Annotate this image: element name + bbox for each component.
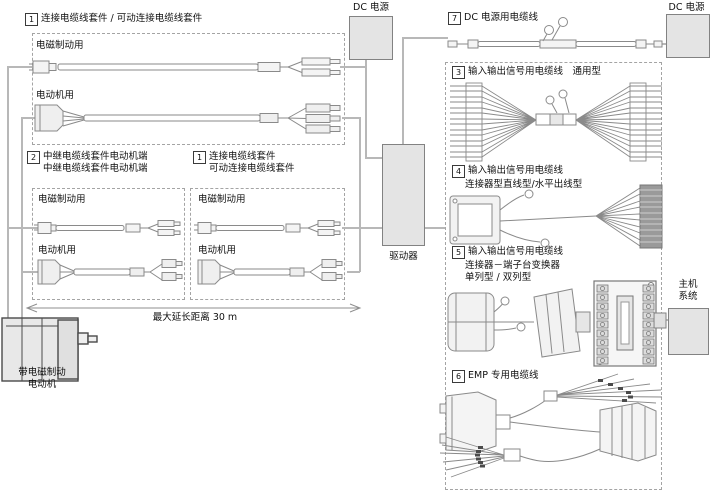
io-cable-terminal-block-illustration xyxy=(447,280,667,367)
brake-cable-kit2-illustration xyxy=(33,220,181,236)
emp-cable-illustration xyxy=(439,373,663,478)
kit1-mid-dashed-box xyxy=(190,188,345,300)
cable7-title-text: DC 电源用电缆线 xyxy=(464,12,538,23)
dc-power-left-box xyxy=(349,16,393,60)
cable5-title: 5 输入输出信号用电缆线 xyxy=(452,246,563,259)
kit2-title: 2 中继电缆线套件电动机端 中继电缆线套件电动机端 xyxy=(27,151,148,175)
cable4-title: 4 输入输出信号用电缆线 xyxy=(452,165,563,178)
kit1-mid-motor-label: 电动机用 xyxy=(198,245,237,256)
kit1-mid-title: 1 连接电缆线套件 可动连接电缆线套件 xyxy=(193,151,295,175)
kit2-badge: 2 xyxy=(27,151,40,164)
host-system-box xyxy=(668,308,709,355)
dc-power-right-label: DC 电源 xyxy=(668,2,705,13)
driver-box xyxy=(382,144,425,246)
host-label-line1: 主机 xyxy=(678,279,698,290)
kit2-left-dashed-box xyxy=(32,188,185,300)
kit1-mid-brake-label: 电磁制动用 xyxy=(198,194,246,205)
cable3-badge: 3 xyxy=(452,66,465,79)
dimension-arrow xyxy=(25,303,362,313)
motor-cable-kit2-illustration xyxy=(37,259,183,285)
cable6-badge: 6 xyxy=(452,370,465,383)
io-cable-general-illustration xyxy=(449,82,663,162)
kit1-motor-label: 电动机用 xyxy=(36,90,75,101)
cable3-title: 3 输入输出信号用电缆线 通用型 xyxy=(452,66,601,79)
kit1-mid-title-line2: 可动连接电缆线套件 xyxy=(209,163,295,174)
motor-caption-line2: 电动机 xyxy=(27,379,57,390)
io-cables-dashed-box xyxy=(445,62,662,490)
kit2-brake-label: 电磁制动用 xyxy=(38,194,86,205)
cable5-subtitle2: 单列型 / 双列型 xyxy=(465,272,532,283)
connection-lines xyxy=(7,37,668,321)
kit1-dashed-box xyxy=(32,33,345,145)
cable6-title-text: EMP 专用电缆线 xyxy=(468,370,539,381)
io-cable-connector-illustration xyxy=(449,184,663,249)
kit2-title-line2: 中继电缆线套件电动机端 xyxy=(43,163,148,174)
cable4-title-text: 输入输出信号用电缆线 xyxy=(468,165,564,176)
kit1-mid-badge: 1 xyxy=(193,151,206,164)
host-system-label: 主机 系统 xyxy=(666,279,710,303)
kit1-mid-title-text: 连接电缆线套件 可动连接电缆线套件 xyxy=(209,151,295,175)
kit2-title-text: 中继电缆线套件电动机端 中继电缆线套件电动机端 xyxy=(43,151,148,175)
dimension-label: 最大延长距离 30 m xyxy=(152,312,238,323)
driver-label: 驱动器 xyxy=(389,251,418,262)
dc-power-cable-illustration xyxy=(447,17,663,49)
kit2-motor-label: 电动机用 xyxy=(38,245,77,256)
motor-caption-line1: 带电磁制动 xyxy=(18,367,66,378)
cable5-badge: 5 xyxy=(452,246,465,259)
cable3-title-text: 输入输出信号用电缆线 通用型 xyxy=(468,66,602,77)
cable7-title: 7 DC 电源用电缆线 xyxy=(448,12,538,25)
kit1-mid-title-line1: 连接电缆线套件 xyxy=(209,151,276,162)
dc-power-left-label: DC 电源 xyxy=(353,2,389,13)
motor-caption: 带电磁制动 电动机 xyxy=(0,367,84,391)
dc-power-right-box xyxy=(666,14,710,58)
cable5-subtitle1: 连接器－端子台变换器 xyxy=(465,260,561,271)
kit1-title: 1 连接电缆线套件 / 可动连接电缆线套件 xyxy=(25,13,202,26)
cable4-subtitle: 连接器型直线型/水平出线型 xyxy=(465,179,583,190)
kit1-badge: 1 xyxy=(25,13,38,26)
cable7-badge: 7 xyxy=(448,12,461,25)
cable5-title-text: 输入输出信号用电缆线 xyxy=(468,246,564,257)
kit2-title-line1: 中继电缆线套件电动机端 xyxy=(43,151,148,162)
cable4-badge: 4 xyxy=(452,165,465,178)
host-label-line2: 系统 xyxy=(678,291,698,302)
motor-cable-kit1-illustration xyxy=(34,103,341,134)
motor-cable-kit1mid-illustration xyxy=(197,259,343,285)
motor-illustration xyxy=(1,317,98,382)
kit1-brake-label: 电磁制动用 xyxy=(36,40,84,51)
kit1-title-text: 连接电缆线套件 / 可动连接电缆线套件 xyxy=(41,13,203,24)
cable6-title: 6 EMP 专用电缆线 xyxy=(452,370,538,383)
brake-cable-kit1mid-illustration xyxy=(193,220,341,236)
brake-cable-kit1-illustration xyxy=(29,57,341,77)
